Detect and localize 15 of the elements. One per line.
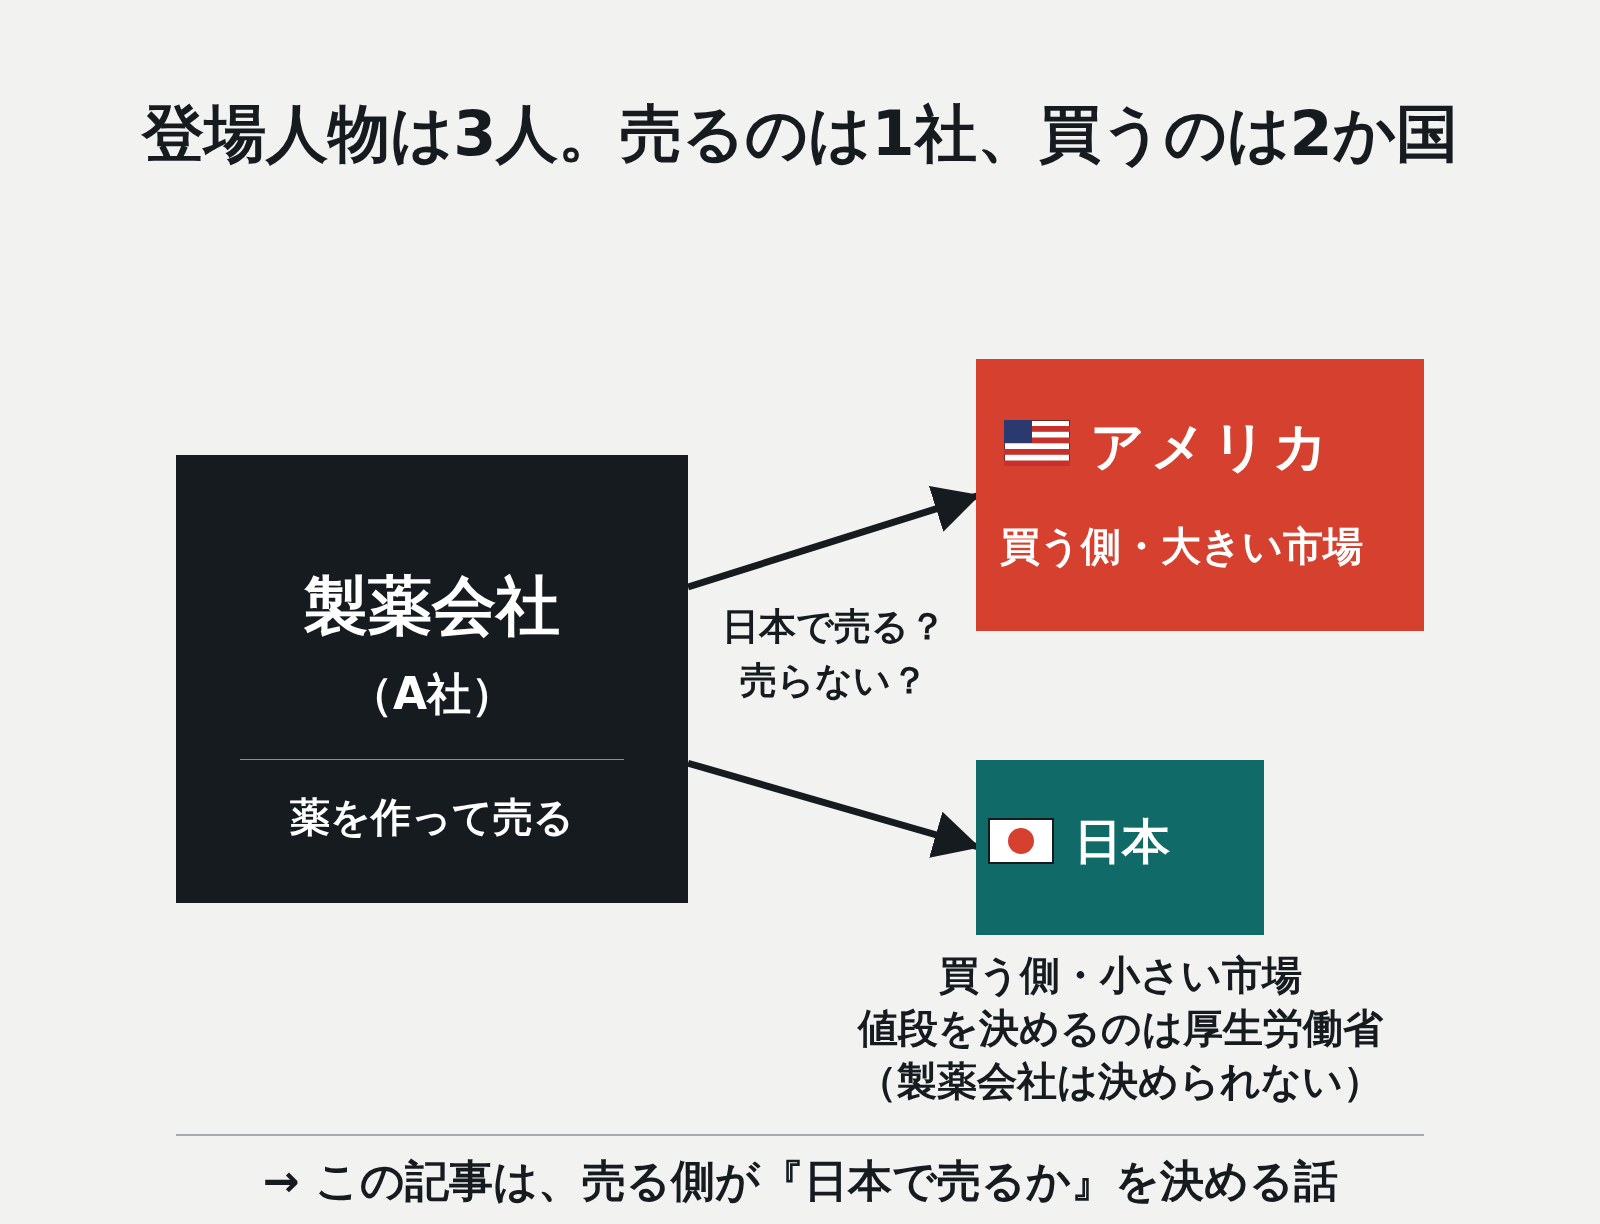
company-box — [176, 455, 688, 903]
country-name: アメリカ — [1090, 414, 1334, 480]
country-box — [976, 359, 1424, 631]
node-note: 値段を決めるのは厚生労働省 — [856, 1004, 1384, 1053]
company-subname: （A社） — [347, 667, 517, 721]
summary-text: → この記事は、売る側が『日本で売るか』を決める話 — [261, 1154, 1339, 1208]
node-note: 買う側・小さい市場 — [937, 951, 1303, 1000]
title: 登場人物は3人。売るのは1社、買うのは2か国 — [140, 96, 1459, 172]
question-text: 日本で売る？売らない？ — [721, 604, 947, 704]
country-box — [976, 760, 1264, 935]
company-role: 薬を作って売る — [289, 793, 575, 842]
node-note: （製薬会社は決められない） — [856, 1057, 1384, 1106]
country-name: 日本 — [1074, 812, 1170, 871]
company-name: 製薬会社 — [303, 568, 561, 645]
node-text: 買う側・大きい市場 — [1000, 522, 1363, 571]
